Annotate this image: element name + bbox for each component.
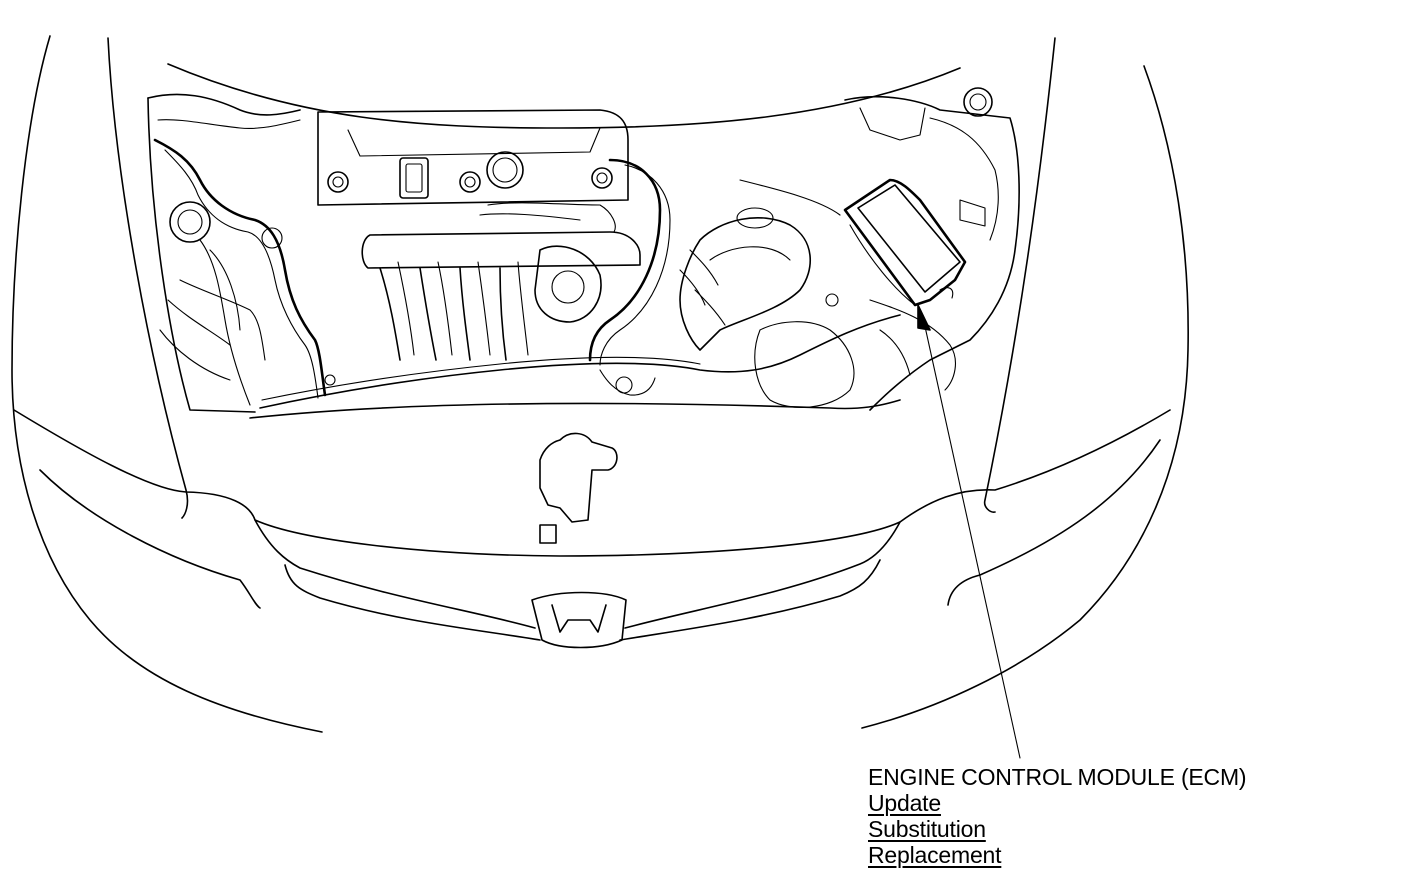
replacement-link[interactable]: Replacement bbox=[868, 842, 1002, 868]
engine-components bbox=[147, 87, 1020, 413]
callout-title: ENGINE CONTROL MODULE (ECM) bbox=[868, 764, 1247, 790]
honda-emblem bbox=[531, 591, 627, 649]
ecm-callout: ENGINE CONTROL MODULE (ECM) Update Subst… bbox=[868, 764, 1247, 868]
substitution-link[interactable]: Substitution bbox=[868, 816, 986, 842]
car-body-outline bbox=[11, 35, 1189, 733]
update-link[interactable]: Update bbox=[868, 790, 941, 816]
hood-latch bbox=[539, 432, 618, 544]
ecm-leader-arrow bbox=[917, 304, 1021, 759]
ecm-module bbox=[843, 178, 967, 307]
